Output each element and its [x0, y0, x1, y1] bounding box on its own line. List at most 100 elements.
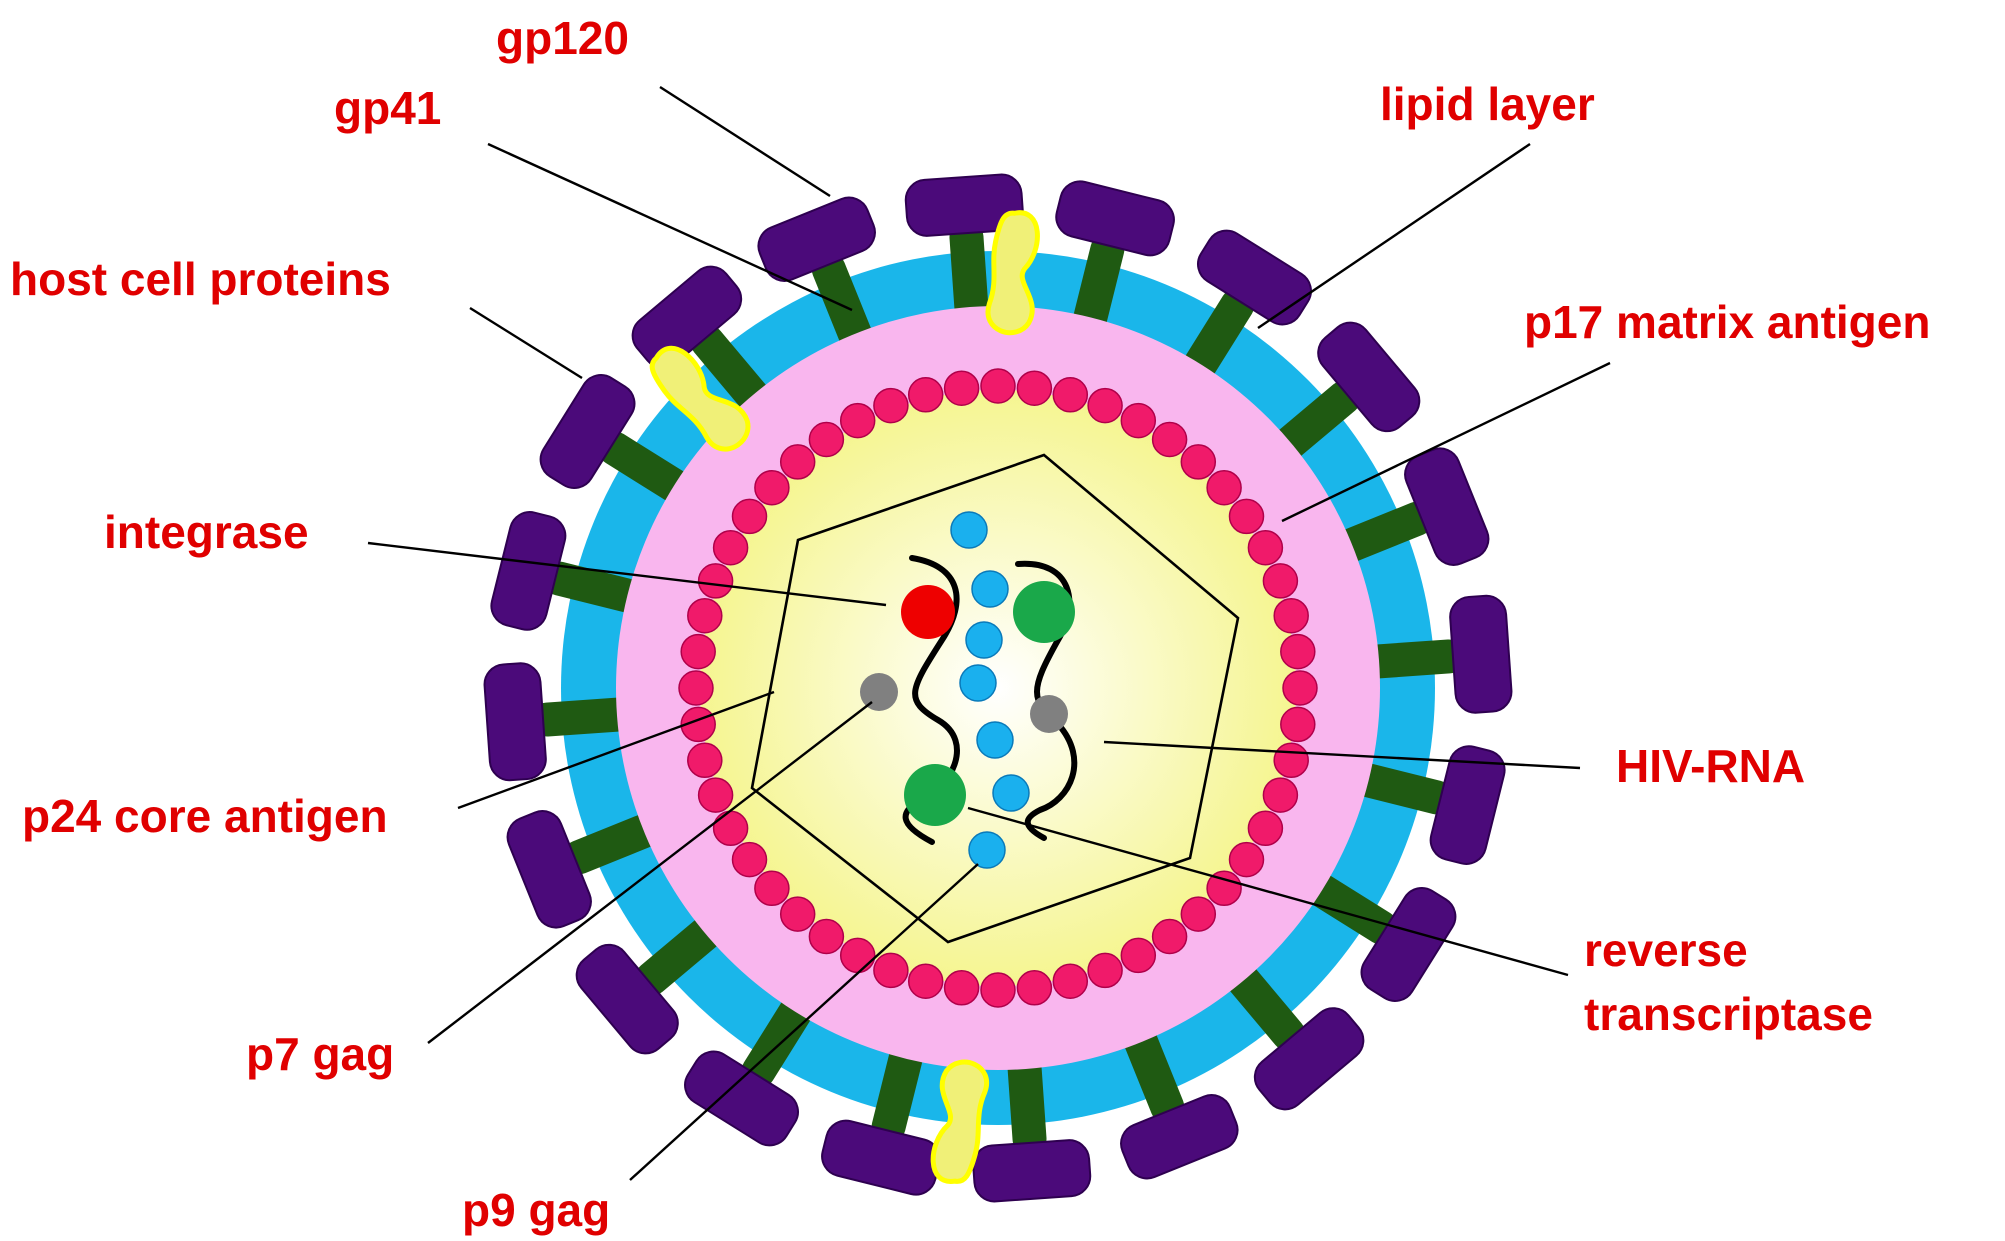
matrix-bead [731, 498, 768, 535]
matrix-bead [1087, 387, 1123, 424]
matrix-bead [712, 810, 749, 847]
matrix-bead [1016, 370, 1053, 406]
p9-gag-particle [992, 774, 1030, 812]
label-host-cell-proteins: host cell proteins [10, 253, 391, 305]
matrix-bead [1228, 841, 1265, 878]
p9-gag-particle [959, 664, 997, 702]
matrix-bead [1120, 402, 1157, 439]
gp120-head [684, 1050, 799, 1147]
label-p17-matrix-antigen: p17 matrix antigen [1524, 296, 1930, 348]
matrix-bead [1206, 469, 1242, 506]
core-region [700, 390, 1296, 986]
matrix-bead [907, 377, 944, 413]
p9-gag-particle [971, 570, 1009, 608]
p7-gag-particle-left [860, 673, 898, 711]
leader-host-cell-proteins [469, 306, 583, 380]
matrix-bead [779, 444, 816, 480]
matrix-bead [1262, 777, 1299, 813]
matrix-bead [1087, 952, 1123, 989]
matrix-bead [839, 402, 876, 439]
label-p7-gag: p7 gag [246, 1028, 394, 1080]
matrix-bead [680, 633, 716, 670]
p17-matrix-beads [678, 368, 1318, 1008]
p24-capsid [750, 453, 1240, 944]
matrix-bead [943, 970, 980, 1006]
matrix-bead [1280, 706, 1316, 743]
label-reverse-transcriptase-line1: reverse [1584, 924, 1748, 976]
label-lipid-layer: lipid layer [1380, 78, 1595, 130]
matrix-bead [873, 387, 909, 424]
leader-lines [367, 85, 1611, 1181]
matrix-bead [1151, 421, 1188, 458]
gp120-head [1197, 229, 1312, 326]
gp120-head [506, 810, 592, 929]
label-hiv-rna: HIV-RNA [1616, 740, 1805, 792]
p7-gag-particle-right [1030, 695, 1068, 733]
matrix-bead [873, 952, 909, 989]
matrix-bead [731, 841, 768, 878]
host-cell-protein [930, 1059, 990, 1184]
matrix-bead [687, 597, 723, 634]
matrix-bead [1180, 896, 1217, 932]
matrix-bead [943, 370, 980, 406]
reverse-transcriptase-particle-top [1013, 581, 1075, 643]
matrix-bead [1016, 970, 1053, 1006]
leader-p7-gag [427, 701, 873, 1044]
leader-gp120 [659, 85, 831, 198]
matrix-bead [779, 896, 816, 932]
gp120-head [483, 662, 547, 782]
integrase-particle [901, 585, 955, 639]
matrix-bead [839, 937, 876, 974]
leader-integrase [367, 541, 887, 607]
p9-gag-particle [968, 831, 1006, 869]
p9-gag-particle [976, 721, 1014, 759]
matrix-bead [980, 368, 1016, 404]
gp120-head [904, 173, 1024, 237]
gp120-head [1120, 1094, 1239, 1180]
matrix-bead [697, 777, 734, 813]
matrix-bead [1206, 870, 1242, 907]
gp120-head [490, 511, 567, 631]
host-cell-proteins-group [649, 210, 1040, 1184]
label-p9-gag: p9 gag [462, 1184, 610, 1236]
matrix-bead [808, 918, 845, 955]
host-cell-protein [985, 210, 1040, 336]
matrix-bead [1052, 377, 1089, 413]
label-integrase: integrase [104, 506, 309, 558]
matrix-bead [1228, 498, 1265, 535]
gp120-head [972, 1139, 1092, 1203]
matrix-bead [678, 670, 714, 706]
leader-p24-core-antigen [457, 690, 775, 810]
p9-gag-particle [965, 621, 1003, 659]
host-cell-protein [649, 345, 751, 452]
matrix-bead [1120, 937, 1157, 974]
matrix-bead [1180, 444, 1217, 480]
matrix-bead [1247, 529, 1284, 566]
matrix-bead [1282, 670, 1318, 706]
matrix-bead [907, 963, 944, 999]
matrix-bead [754, 870, 790, 907]
matrix-bead [1273, 597, 1309, 634]
label-gp41: gp41 [334, 82, 441, 134]
leader-p17-matrix-antigen [1281, 361, 1611, 523]
gp120-head [539, 374, 636, 489]
leader-lipid-layer [1257, 143, 1531, 329]
matrix-bead [1262, 563, 1299, 599]
matrix-bead [712, 529, 749, 566]
matrix-bead [754, 469, 790, 506]
matrix-bead [808, 421, 845, 458]
gp120-head [575, 943, 679, 1055]
reverse-transcriptase-particle-bottom [904, 764, 966, 826]
leader-reverse-transcriptase [967, 806, 1569, 977]
label-gp120: gp120 [496, 12, 629, 64]
leader-hiv-rna [1103, 740, 1581, 770]
gp120-head [1360, 887, 1457, 1002]
gp120-head [1055, 180, 1175, 257]
gp120-head [821, 1119, 941, 1196]
gp120-head [1253, 1007, 1365, 1111]
gp120-head [757, 196, 876, 282]
matrix-bead [1280, 633, 1316, 670]
matrix-bead [1052, 963, 1089, 999]
gp120-head [631, 265, 743, 369]
